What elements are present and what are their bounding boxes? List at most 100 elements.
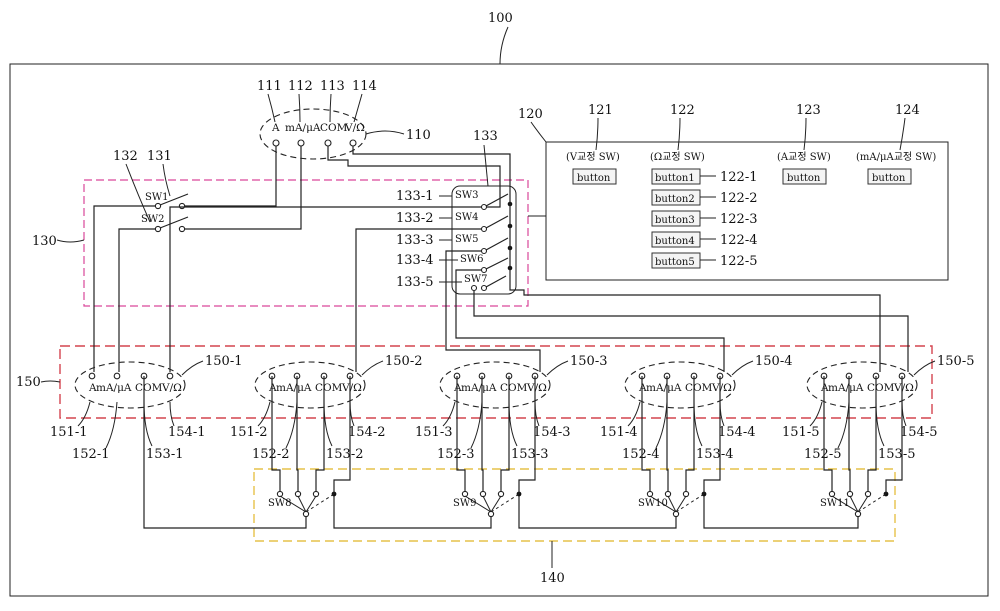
meter-id-leader	[732, 361, 753, 375]
ohm-button-1-label: button1	[655, 173, 695, 184]
meter-110-pin-ma	[298, 140, 304, 146]
meter-unit-2: AmA/μACOMV/Ω150-2151-2152-2153-2154-2	[230, 354, 422, 462]
meter-pin-ma	[114, 373, 120, 379]
label-110: 110	[406, 128, 431, 143]
a-cal-button[interactable]: button	[783, 169, 826, 184]
label-132: 132	[113, 149, 138, 164]
label-133-3: 133-3	[396, 233, 433, 248]
label-124: 124	[895, 103, 920, 118]
label-122-5: 122-5	[720, 254, 757, 269]
relay-contact	[647, 491, 652, 496]
label-133: 133	[473, 129, 498, 144]
sw2-pin-left	[155, 226, 160, 231]
sw9-label: SW9	[453, 498, 477, 509]
ohm-cal-button-4[interactable]: button4	[652, 232, 700, 247]
meter-sub-label-v: 154-3	[533, 425, 570, 440]
label-122: 122	[670, 103, 695, 118]
ohm-cal-button-2[interactable]: button2	[652, 190, 700, 205]
device-label: 100	[488, 11, 513, 26]
v-cal-button[interactable]: button	[573, 169, 616, 184]
meter-sub-label-v: 154-5	[900, 425, 937, 440]
meter-terminal-ma: mA/μA	[276, 382, 312, 394]
meter-id-leader	[547, 361, 568, 375]
meter-sub-leaders	[78, 402, 174, 448]
meter-unit-3: AmA/μACOMV/Ω150-3151-3152-3153-3154-3	[415, 354, 607, 462]
meter-110-leader	[366, 131, 404, 134]
sw1-pin-right	[179, 203, 184, 208]
meter-id-leader	[362, 361, 383, 375]
ohm-cal-button-1[interactable]: button1	[652, 169, 700, 184]
meter-110-leaders	[268, 94, 362, 122]
label-122-4: 122-4	[720, 233, 757, 248]
sw1-pin-left	[155, 203, 160, 208]
a-cal-title: (A교정 SW)	[777, 151, 831, 163]
meter-pin-v	[167, 373, 173, 379]
sw1-label: SW1	[145, 192, 169, 203]
meter-terminal-com: COM	[315, 382, 343, 394]
meter-110-terminal-ma: mA/μA	[285, 122, 321, 134]
meter-terminal-ma: mA/μA	[96, 382, 132, 394]
label-114: 114	[352, 79, 377, 94]
label-113: 113	[320, 79, 345, 94]
meter-terminal-com: COM	[500, 382, 528, 394]
meter-terminal-com: COM	[867, 382, 895, 394]
meter-terminal-v: V/Ω	[161, 382, 182, 394]
sw2-pin-right	[179, 226, 184, 231]
relay-pivot	[303, 511, 308, 516]
ma-cal-button-label: button	[872, 173, 906, 184]
ohm-cal-button-3[interactable]: button3	[652, 211, 700, 226]
sw6-label: SW6	[460, 254, 484, 265]
ma-cal-button[interactable]: button	[868, 169, 911, 184]
label-122-2: 122-2	[720, 191, 757, 206]
a-cal-button-label: button	[787, 173, 821, 184]
device-leader	[500, 27, 508, 64]
meter-sub-label-com: 153-3	[511, 447, 548, 462]
device-frame	[10, 64, 988, 596]
label-112: 112	[288, 79, 313, 94]
meter-terminal-ma: mA/μA	[828, 382, 864, 394]
meter-terminal-v: V/Ω	[526, 382, 547, 394]
label-150: 150	[16, 375, 41, 390]
label-140: 140	[540, 571, 565, 586]
sw5-label: SW5	[455, 234, 479, 245]
meter-110-pin-a	[273, 140, 279, 146]
label-111: 111	[257, 79, 282, 94]
sw4-label: SW4	[455, 212, 479, 223]
meter-pin-a	[89, 373, 95, 379]
meter-sub-label-a: 151-3	[415, 425, 452, 440]
meter-sub-label-v: 154-1	[168, 425, 205, 440]
ohm-button-5-label: button5	[655, 257, 695, 268]
meter-terminal-v: V/Ω	[893, 382, 914, 394]
meter-id-label: 150-2	[385, 354, 422, 369]
meter-sub-label-com: 153-2	[326, 447, 363, 462]
relay-contact	[683, 491, 688, 496]
meter-sub-label-com: 153-4	[696, 447, 733, 462]
meter-terminal-com: COM	[685, 382, 713, 394]
relay-pivot	[673, 511, 678, 516]
meter-110-pin-com	[325, 140, 331, 146]
label-133-2: 133-2	[396, 211, 433, 226]
relay-throw	[858, 494, 886, 512]
ohm-cal-button-5[interactable]: button5	[652, 253, 700, 268]
sw7-label: SW7	[464, 274, 488, 285]
switch-group-leader	[57, 240, 84, 242]
meter-terminal-ma: mA/μA	[646, 382, 682, 394]
relay-contact	[462, 491, 467, 496]
meter-unit-1: AmA/μACOMV/Ω150-1151-1152-1153-1154-1	[50, 354, 242, 462]
meter-units: AmA/μACOMV/Ω150-1151-1152-1153-1154-1AmA…	[50, 354, 974, 462]
sw11-label: SW11	[820, 498, 850, 509]
meter-sub-label-ma: 152-2	[252, 447, 289, 462]
meter-unit-5: AmA/μACOMV/Ω150-5151-5152-5153-5154-5	[782, 354, 974, 462]
relay-throw	[491, 494, 519, 512]
meter-sub-label-com: 153-1	[146, 447, 183, 462]
meter-sub-label-v: 154-2	[348, 425, 385, 440]
relay-throw	[676, 494, 704, 512]
meter-group-leader	[41, 381, 60, 382]
control-leader	[531, 122, 546, 142]
ohm-button-3-label: button3	[655, 215, 695, 226]
sw10-label: SW10	[638, 498, 668, 509]
label-130: 130	[32, 234, 57, 249]
relay-contact	[498, 491, 503, 496]
reference-meter: A mA/μA COM V/Ω 111 112 113 114 110	[257, 79, 431, 159]
meter-110-terminal-a: A	[271, 122, 280, 134]
